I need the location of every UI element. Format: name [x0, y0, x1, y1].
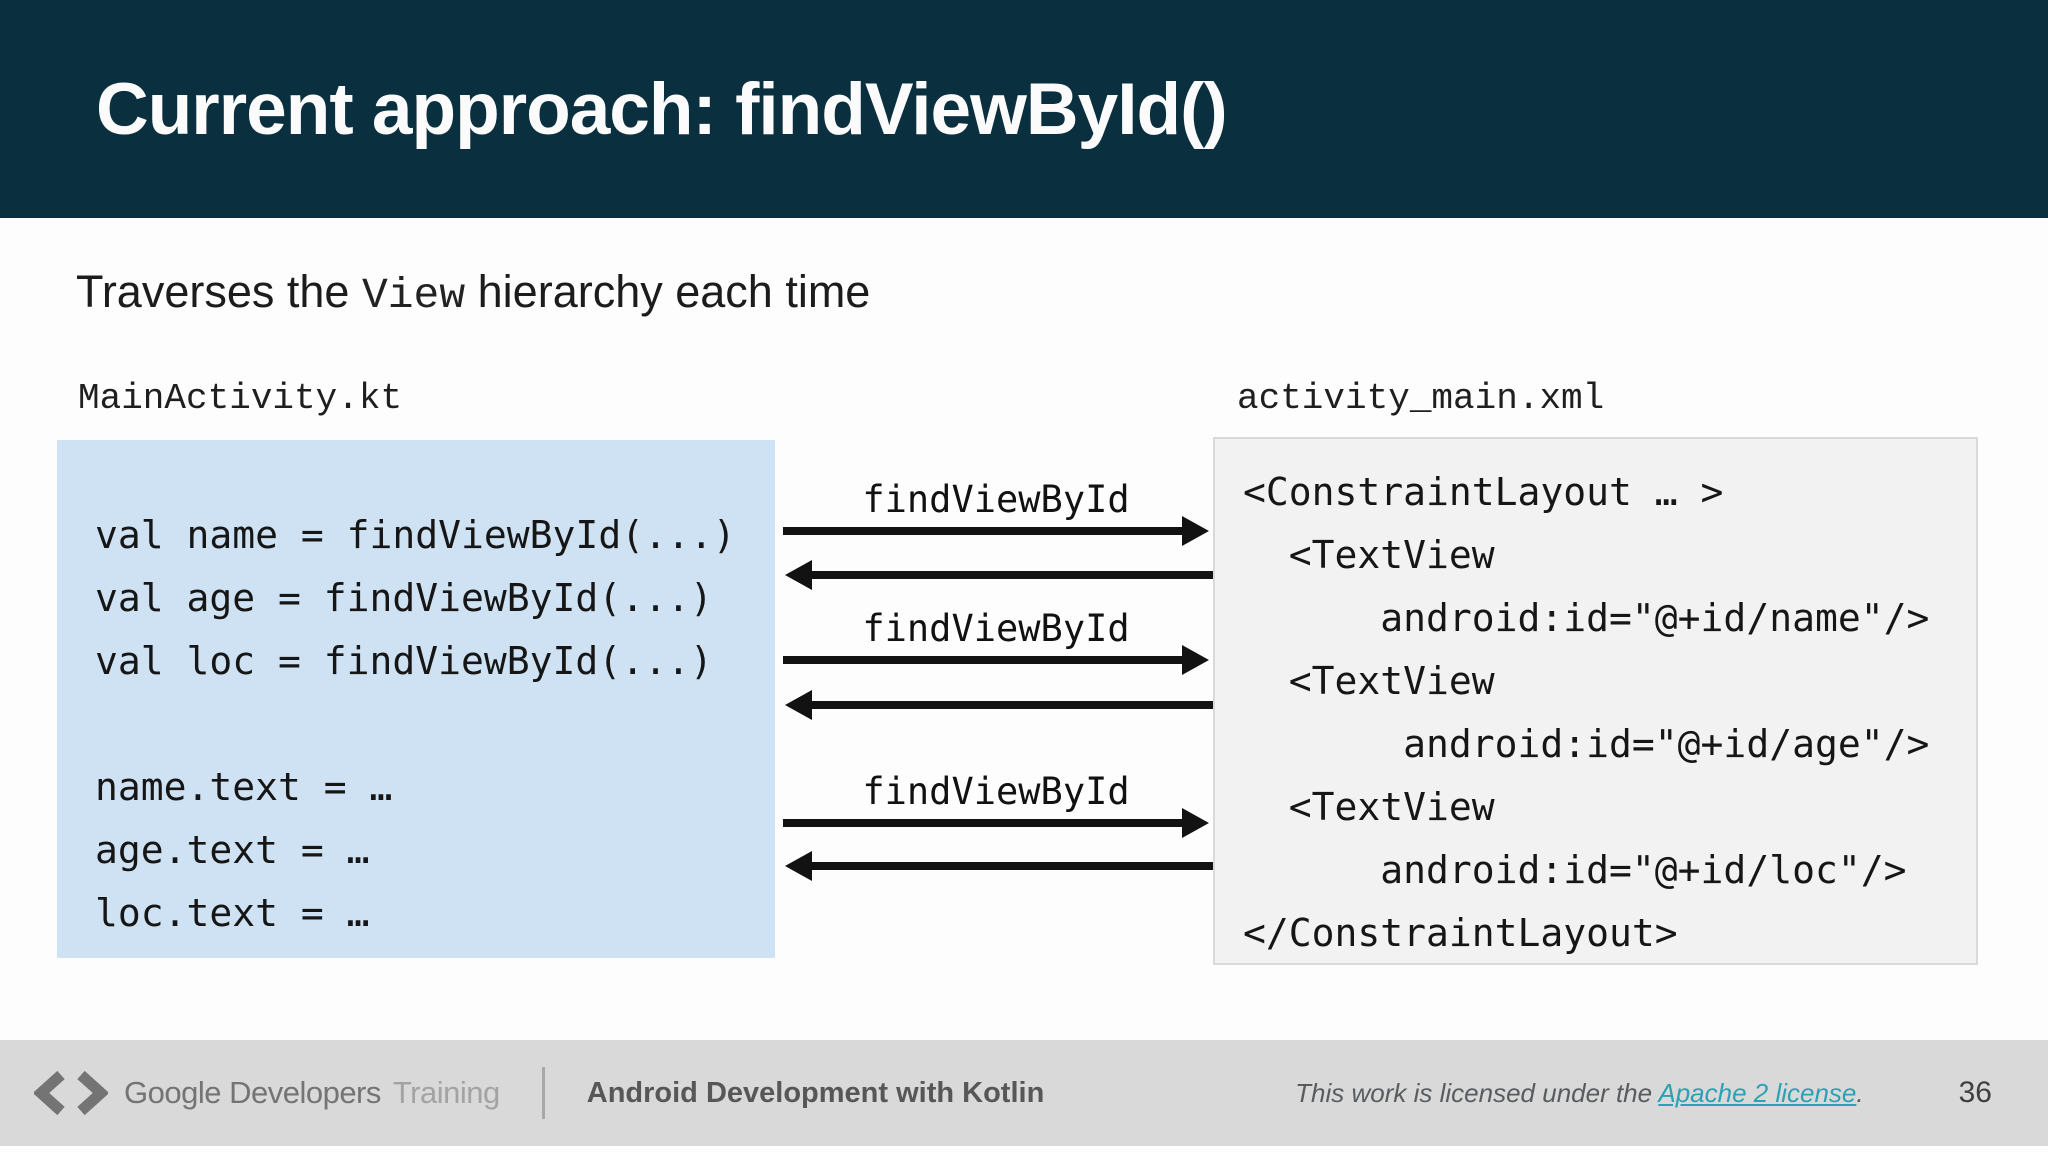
kotlin-code-line: val loc = findViewById(...): [95, 639, 713, 683]
xml-code-line: <TextView: [1243, 533, 1495, 577]
return-arrow-2: [785, 690, 1213, 720]
subtitle: Traverses the View hierarchy each time: [76, 266, 870, 320]
arrow-label-findviewbyid-2: findViewById: [862, 607, 1130, 650]
xml-code-line: <TextView: [1243, 659, 1495, 703]
kotlin-code-line: val name = findViewById(...): [95, 513, 736, 557]
license-suffix: .: [1856, 1077, 1864, 1108]
brand-primary-label: Google Developers: [124, 1075, 381, 1110]
xml-code-line: android:id="@+id/loc"/>: [1243, 848, 1907, 892]
arrow-head-left-icon: [785, 560, 812, 590]
xml-code-line: <ConstraintLayout … >: [1243, 470, 1724, 514]
google-developers-logo-icon: [34, 1070, 108, 1116]
kotlin-code-line: name.text = …: [95, 765, 393, 809]
page-title: Current approach: findViewById(): [96, 68, 1228, 150]
findviewbyid-call-arrow-2: [783, 645, 1209, 675]
arrow-head-right-icon: [1182, 808, 1209, 838]
subtitle-text-prefix: Traverses the: [76, 266, 362, 317]
footer-divider: [541, 1067, 545, 1119]
kotlin-code-panel: val name = findViewById(...) val age = f…: [57, 440, 775, 958]
arrow-head-right-icon: [1182, 516, 1209, 546]
apache-license-link[interactable]: Apache 2 license: [1658, 1077, 1857, 1108]
return-arrow-3: [785, 851, 1213, 881]
subtitle-text-suffix: hierarchy each time: [465, 266, 871, 317]
findviewbyid-call-arrow-3: [783, 808, 1209, 838]
kotlin-code-line: val age = findViewById(...): [95, 576, 713, 620]
course-title: Android Development with Kotlin: [586, 1076, 1045, 1109]
license-prefix: This work is licensed under the: [1295, 1077, 1659, 1108]
page-number: 36: [1958, 1076, 1992, 1109]
arrow-head-left-icon: [785, 851, 812, 881]
arrow-head-right-icon: [1182, 645, 1209, 675]
kotlin-file-label: MainActivity.kt: [78, 378, 403, 419]
brand: Google Developers Training: [34, 1068, 500, 1118]
xml-code-line: android:id="@+id/age"/>: [1243, 722, 1930, 766]
slide-footer: Google Developers Training Android Devel…: [0, 1040, 2048, 1146]
subtitle-code-view: View: [361, 271, 466, 320]
xml-code-line: android:id="@+id/name"/>: [1243, 596, 1930, 640]
findviewbyid-call-arrow-1: [783, 516, 1209, 546]
slide-header: Current approach: findViewById(): [0, 0, 2048, 218]
arrow-head-left-icon: [785, 690, 812, 720]
xml-code-panel: <ConstraintLayout … > <TextView android:…: [1213, 437, 1978, 965]
kotlin-code-line: [95, 693, 775, 756]
xml-code-line: </ConstraintLayout>: [1243, 911, 1678, 955]
brand-secondary-label: Training: [392, 1075, 500, 1110]
return-arrow-1: [785, 560, 1213, 590]
kotlin-code-line: loc.text = …: [95, 891, 370, 935]
arrow-label-findviewbyid-1: findViewById: [862, 478, 1130, 521]
kotlin-code-line: age.text = …: [95, 828, 370, 872]
license-text: This work is licensed under the Apache 2…: [1295, 1078, 1863, 1109]
xml-code-line: <TextView: [1243, 785, 1495, 829]
xml-file-label: activity_main.xml: [1237, 378, 1605, 419]
arrow-label-findviewbyid-3: findViewById: [862, 770, 1130, 813]
